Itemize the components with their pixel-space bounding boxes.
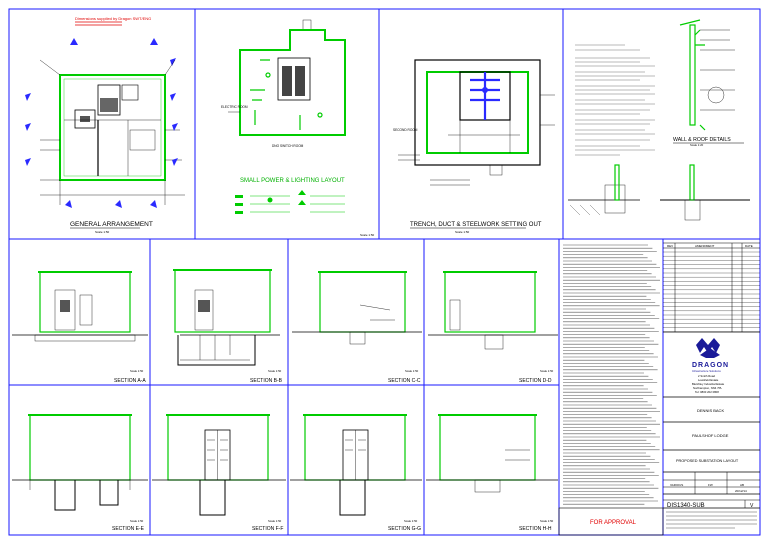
section-e: SECTION E-E Scale 1:50 (12, 414, 148, 532)
scale-label: Scale 1:50 (130, 369, 144, 373)
scale-label: Scale 1:50 (540, 519, 554, 523)
general-notes-text (575, 44, 655, 156)
scale-label: Scale 1:50 (404, 519, 418, 523)
address-line: 2 Smith Road (698, 374, 715, 378)
section-f-title: SECTION F-F (252, 526, 283, 532)
scale-label: Scale 1:50 (95, 230, 110, 234)
section-g: SECTION G-G Scale 1:50 (290, 414, 422, 532)
address-line: Bletchley Industrial Estate (692, 382, 725, 386)
section-b: SECTION B-B Scale 1:50 (173, 269, 283, 384)
scale-label: Scale 1:50 (268, 369, 282, 373)
revision-date-col: DATE (745, 244, 753, 248)
section-d: SECTION D-D Scale 1:50 (428, 271, 558, 384)
site-name: PAULSHOF LODGE (692, 433, 729, 438)
scale-label: Scale 1:50 (405, 369, 419, 373)
section-e-title: SECTION E-E (112, 526, 145, 532)
second-room-label: SECOND ROOM (393, 128, 418, 132)
section-b-title: SECTION B-B (250, 378, 283, 384)
specification-notes (563, 244, 660, 505)
section-c: SECTION C-C Scale 1:50 (292, 271, 422, 384)
lighting-legend (235, 190, 345, 214)
red-note: Dimensions supplied by Dragon SWT/ENG (75, 16, 151, 21)
client-name: DENNIS BACK (697, 408, 724, 413)
general-arrangement-drawing: Dimensions supplied by Dragon SWT/ENG (25, 16, 185, 234)
drawing-title: PROPOSED SUBSTATION LAYOUT (676, 459, 739, 463)
drawing-number: DIS1340-SUB (667, 503, 705, 509)
small-power-lighting-title: SMALL POWER & LIGHTING LAYOUT (240, 178, 345, 184)
scale-label: Scale 1:50 (130, 519, 144, 523)
section-f: SECTION F-F Scale 1:50 (152, 414, 286, 532)
address-line: Northampton, NN4 7PL (693, 386, 723, 390)
scale-label: Scale 1:50 (455, 230, 470, 234)
section-a: SECTION A-A Scale 1:50 (12, 271, 148, 384)
section-h: SECTION H-H Scale 1:50 (426, 414, 558, 532)
section-h-title: SECTION H-H (519, 526, 552, 532)
section-d-title: SECTION D-D (519, 378, 552, 384)
drawing-date: 20/12/14 (735, 489, 747, 493)
trench-duct-drawing: SECOND ROOM TRENCH, DUCT & STEELWORK SET… (393, 59, 555, 234)
revision-table: AMENDMENT REV DATE (663, 242, 760, 333)
section-marker-arrows (25, 38, 178, 208)
approved-by: AB (740, 483, 744, 487)
revision-letter: V (750, 503, 754, 509)
scale-label: Scale 1:50 (268, 519, 282, 523)
address-line: Lowsfield Estate (698, 378, 719, 382)
section-c-title: SECTION C-C (388, 378, 421, 384)
scale-label: Scale 1:50 (540, 369, 554, 373)
dno-room-label: DNO SWITCH ROOM (272, 144, 304, 148)
electric-room-label: ELECTRIC ROOM (221, 105, 248, 109)
section-a-title: SECTION A-A (114, 378, 146, 384)
revision-header: AMENDMENT (695, 244, 715, 248)
small-power-lighting-drawing: ELECTRIC ROOM DNO SWITCH ROOM SMALL POWE… (221, 19, 375, 237)
checked-by: FW (708, 483, 713, 487)
sheet-frame (8, 8, 761, 536)
approval-status: FOR APPROVAL (590, 520, 637, 526)
general-arrangement-title: GENERAL ARRANGEMENT (70, 221, 153, 228)
scale-label: Scale 1:50 (360, 233, 375, 237)
company-name: DRAGON (692, 362, 729, 369)
revision-rev-col: REV (667, 244, 673, 248)
company-subtitle: Infrastructure Solutions (692, 369, 721, 373)
scale-label: Scale 1:20 (690, 143, 704, 147)
section-g-title: SECTION G-G (388, 526, 421, 532)
wall-roof-title: WALL & ROOF DETAILS (673, 137, 731, 143)
drawn-by: VARIOUS (670, 483, 683, 487)
title-block: AMENDMENT REV DATE DRAGON Infrastructure… (558, 242, 760, 536)
trench-duct-title: TRENCH, DUCT & STEELWORK SETTING OUT (410, 222, 542, 228)
address-line: Tel: 0800 202 0808 (695, 390, 719, 394)
company-logo (696, 338, 720, 358)
notes-and-wall-details: WALL & ROOF DETAILS Scale 1:20 (568, 19, 750, 221)
